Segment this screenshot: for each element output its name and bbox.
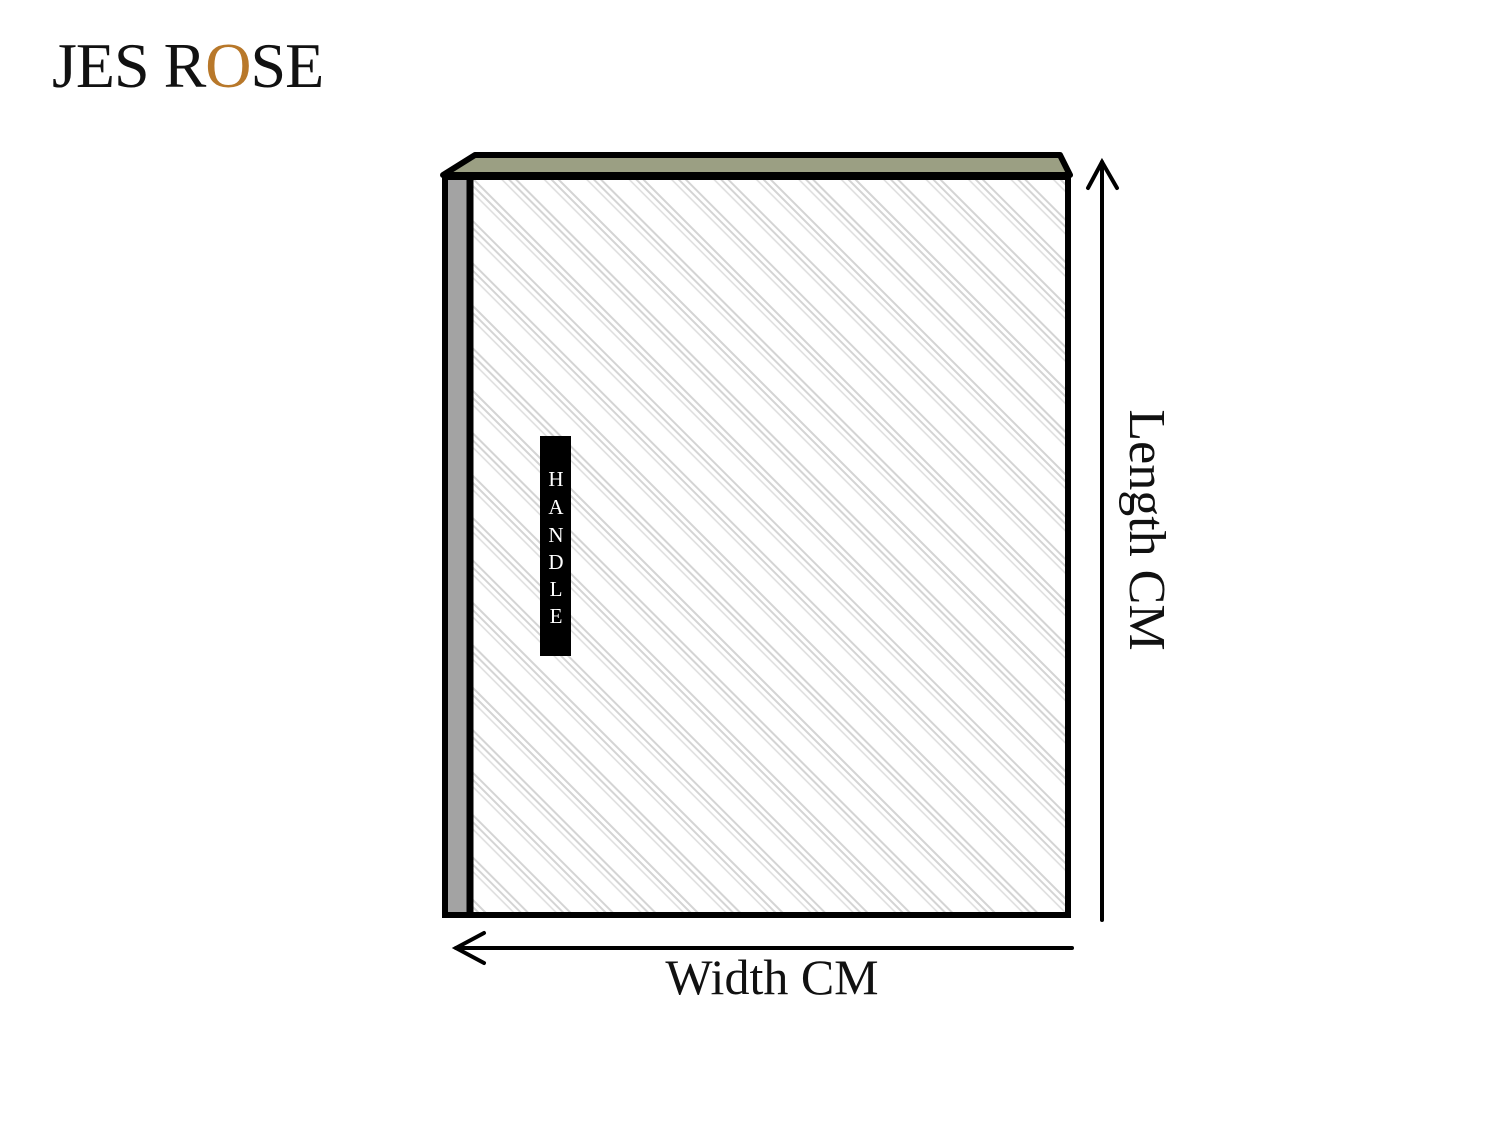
door-top-edge [440,152,1073,178]
jes-rose-logo: JES ROSE [52,34,324,98]
handle-letter: A [548,495,564,519]
length-arrow-icon [1086,157,1119,922]
width-label: Width CM [665,949,878,1005]
logo-text-se: SE [250,30,325,101]
door-outline [442,174,1071,918]
handle-letter: L [550,577,563,601]
handle-label: H A N D L E [548,467,564,628]
handle-letter: H [548,467,563,491]
handle [540,436,571,656]
handle-letter: D [548,550,563,574]
logo-leopard-o: O [205,30,251,101]
handle-letter: E [550,604,563,628]
length-label: Length CM [1118,409,1175,650]
logo-text-jes: JES [52,30,150,101]
handle-letter: N [548,523,563,547]
door-side-edge [445,177,469,915]
width-arrow-icon [451,931,1074,965]
logo-text-r: R [163,30,207,101]
